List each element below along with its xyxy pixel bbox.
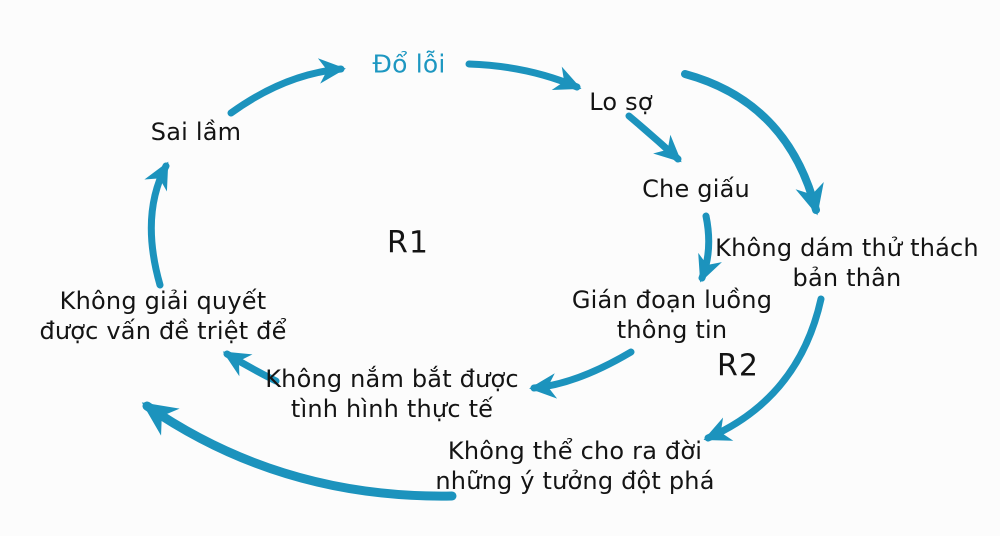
node-label-line-2: tình hình thực tế [290, 395, 494, 423]
node-label-line-1: Không dám thử thách [715, 234, 979, 262]
node-label-line-1: Không giải quyết [59, 287, 267, 315]
node-khong-giai-quyet: Không giải quyết được vấn đề triệt để [39, 286, 286, 346]
node-label-line-2: bản thân [792, 264, 902, 292]
node-label-line-2: được vấn đề triệt để [39, 317, 287, 345]
node-khong-dam-thu-thach: Không dám thử thách bản thân [715, 233, 979, 293]
node-lo-so: Lo sợ [589, 87, 652, 117]
arrow-khong-dam-to-khong-the [703, 295, 825, 442]
node-label-line-2: thông tin [616, 316, 728, 344]
node-che-giau: Che giấu [642, 174, 750, 204]
node-label-line-1: Không thể cho ra đời [447, 437, 703, 465]
loop-label-r1: R1 [387, 224, 429, 262]
node-label-line-1: Không nắm bắt được [265, 365, 519, 393]
arrow-che-giau-to-gian-doan [698, 212, 722, 283]
arrow-khong-the-to-khong-giai-quyet [141, 401, 457, 501]
node-label: Lo sợ [589, 88, 653, 116]
node-label-line-1: Gián đoạn luồng [571, 286, 773, 314]
node-label: Sai lầm [150, 118, 242, 146]
node-label: Đổ lỗi [372, 49, 446, 79]
arrow-lo-so-to-khong-dam [681, 70, 824, 216]
arrow-khong-giai-quyet-to-sai-lam [144, 161, 170, 289]
node-khong-the-cho-ra-doi: Không thể cho ra đời những ý tưởng đột p… [435, 436, 714, 496]
loop-label: R2 [717, 348, 759, 384]
node-do-loi: Đổ lỗi [372, 48, 445, 79]
node-label: Che giấu [642, 175, 750, 203]
node-khong-nam-bat: Không nắm bắt được tình hình thực tế [265, 364, 519, 424]
arrow-sai-lam-to-do-loi [227, 58, 346, 117]
arrow-lo-so-to-che-giau [625, 112, 682, 163]
node-sai-lam: Sai lầm [151, 117, 241, 147]
loop-label: R1 [387, 225, 429, 261]
node-gian-doan-luong-thong-tin: Gián đoạn luồng thông tin [572, 285, 772, 345]
loop-label-r2: R2 [717, 347, 759, 385]
arrow-do-loi-to-lo-so [465, 60, 582, 91]
arrow-gian-doan-to-khong-nam-bat [529, 348, 635, 399]
node-label-line-2: những ý tưởng đột phá [435, 467, 715, 495]
arrow-khong-nam-bat-to-khong-giai-quyet [222, 350, 280, 385]
